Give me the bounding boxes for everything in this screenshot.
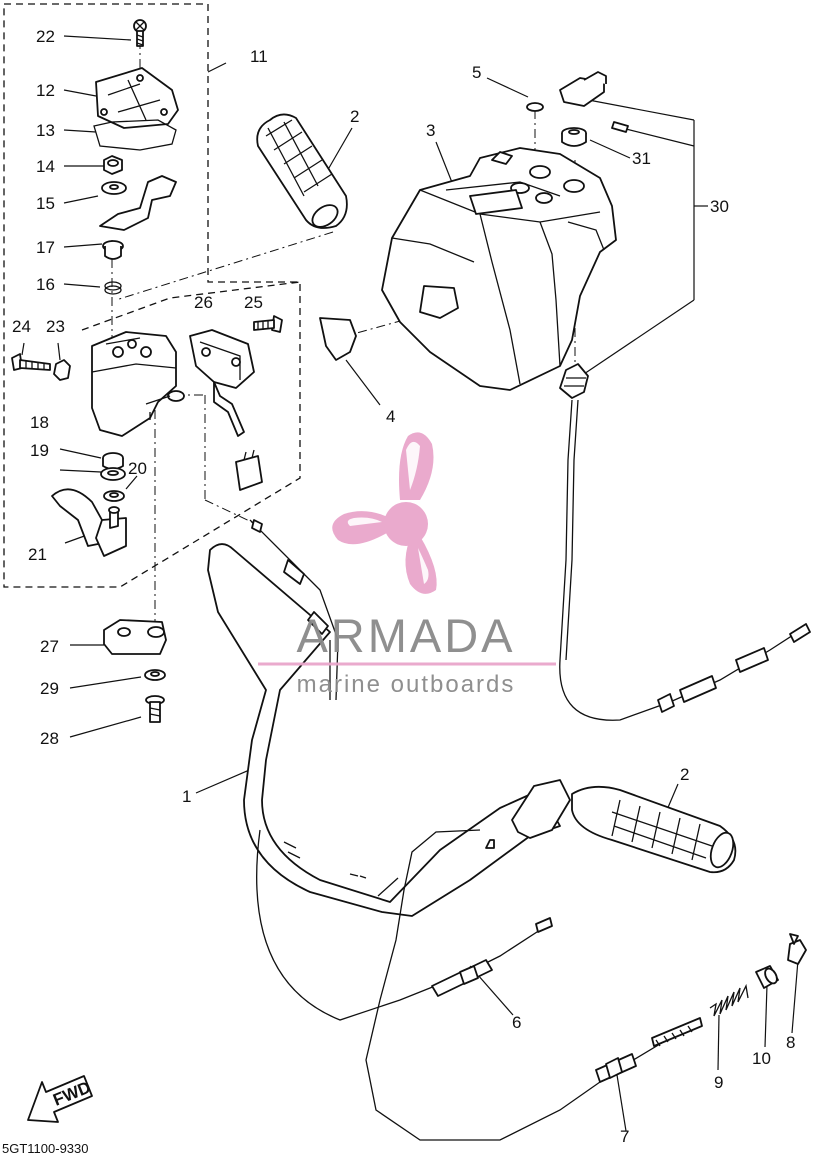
- callout-3: 3: [426, 121, 435, 140]
- washer-20: [103, 490, 125, 502]
- callout-21: 21: [28, 545, 47, 564]
- pad-4: [319, 317, 357, 361]
- throttle-cable-6: [249, 519, 701, 1141]
- nut-23: [53, 359, 71, 381]
- callout-28: 28: [40, 729, 59, 748]
- callout-5: 5: [472, 63, 481, 82]
- handlebar-cover-3: [381, 147, 617, 391]
- callout-10: 10: [752, 1049, 771, 1068]
- handlebar-1: [207, 543, 561, 917]
- cable-30-lead: [559, 399, 811, 721]
- bolt-28: [145, 695, 165, 723]
- callout-18: 18: [30, 413, 49, 432]
- callout-7: 7: [620, 1127, 629, 1146]
- callout-12: 12: [36, 81, 55, 100]
- washer-15: [101, 181, 127, 195]
- switch-housing: [91, 331, 185, 437]
- propeller-logo-icon: [332, 432, 437, 594]
- callout-4: 4: [386, 407, 395, 426]
- callout-1: 1: [182, 787, 191, 806]
- callout-30: 30: [710, 197, 729, 216]
- grommet-31: [561, 127, 587, 147]
- spring-washer-16: [104, 281, 122, 295]
- throttle-bracket: [511, 779, 571, 839]
- callout-14: 14: [36, 157, 55, 176]
- plug-5: [526, 102, 544, 112]
- bushing-18: [102, 452, 124, 470]
- armada-watermark: ARMADA marine outboards: [258, 432, 556, 698]
- spring-9: [709, 983, 749, 1017]
- forward-arrow-icon: FWD: [27, 1075, 93, 1123]
- callout-8: 8: [786, 1033, 795, 1052]
- nut-14: [103, 155, 123, 175]
- collar-10: [755, 965, 779, 989]
- collar-17: [102, 240, 124, 260]
- callout-labels: 22 11 12 13 14 15 17 16 24 23 26 25 18 1…: [12, 27, 795, 1146]
- brand-name: ARMADA: [296, 609, 515, 662]
- grip-2-lower: [571, 785, 737, 874]
- callout-13: 13: [36, 121, 55, 140]
- callout-27: 27: [40, 637, 59, 656]
- callout-23: 23: [46, 317, 65, 336]
- grip-2-upper: [256, 113, 348, 229]
- callout-6: 6: [512, 1013, 521, 1032]
- callout-22: 22: [36, 27, 55, 46]
- callout-31: 31: [632, 149, 651, 168]
- gasket-13: [93, 119, 177, 151]
- throttle-lever-21: [51, 488, 127, 557]
- wing-nut-8: [787, 933, 807, 965]
- washer-19: [100, 467, 126, 481]
- cable-7: [485, 839, 703, 1083]
- callout-29: 29: [40, 679, 59, 698]
- brand-tagline: marine outboards: [297, 671, 516, 698]
- screw-25: [253, 315, 283, 333]
- cover-12: [95, 67, 179, 129]
- screw-22: [133, 19, 147, 47]
- assembly-11-outline: [3, 3, 301, 588]
- callout-24: 24: [12, 317, 31, 336]
- callout-19: 19: [30, 441, 49, 460]
- callout-15: 15: [36, 194, 55, 213]
- bracket-27: [103, 619, 167, 655]
- callout-25: 25: [244, 293, 263, 312]
- callout-26: 26: [194, 293, 213, 312]
- callout-2-lower: 2: [680, 765, 689, 784]
- bolt-24: [11, 353, 51, 371]
- lever-15: [99, 175, 177, 231]
- assembly-inner-box: [81, 281, 301, 331]
- callout-17: 17: [36, 238, 55, 257]
- callout-11: 11: [250, 47, 268, 66]
- callout-9: 9: [714, 1073, 723, 1092]
- callout-2-upper: 2: [350, 107, 359, 126]
- drawing-code: 5GT1100-9330: [2, 1141, 89, 1156]
- throttle-switch-26: [189, 329, 263, 491]
- kill-switch-30: [559, 71, 629, 399]
- washer-29: [144, 669, 166, 681]
- callout-16: 16: [36, 275, 55, 294]
- callout-20: 20: [128, 459, 147, 478]
